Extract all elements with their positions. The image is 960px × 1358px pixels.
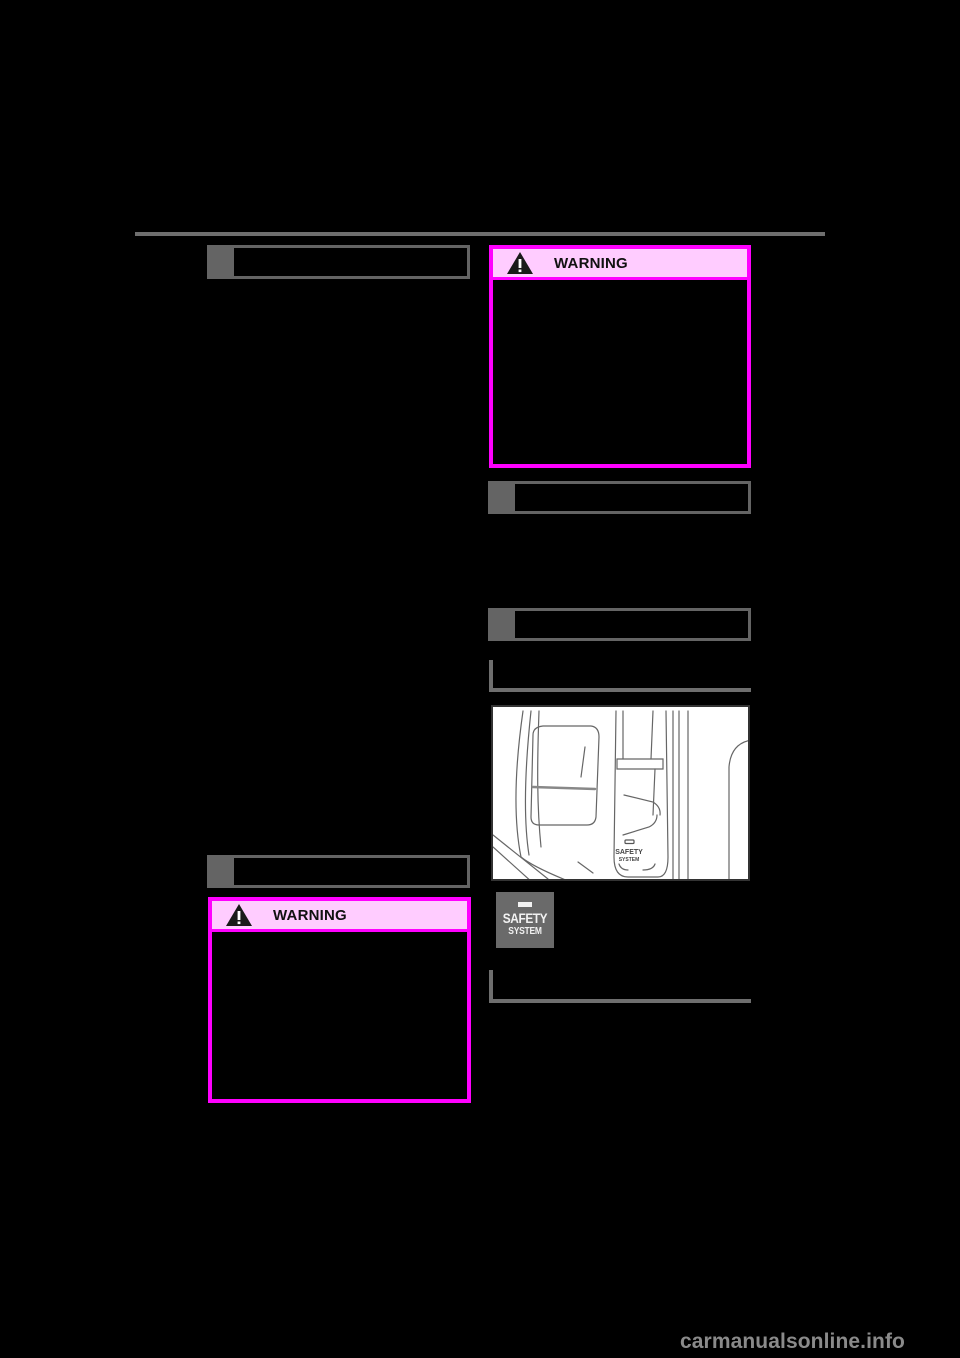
warning-label: WARNING xyxy=(273,906,347,924)
safety-system-switch-icon: SAFETY SYSTEM xyxy=(496,892,554,948)
warning-header: WARNING xyxy=(212,901,467,932)
console-line-drawing: SAFETY SYSTEM xyxy=(493,710,748,879)
warning-body xyxy=(212,932,467,1099)
subheading-1 xyxy=(489,660,751,692)
section-heading-1-text xyxy=(244,248,463,276)
section-heading-3 xyxy=(488,481,751,514)
heading-marker-square xyxy=(488,481,515,514)
safety-label: SAFETY xyxy=(502,910,548,926)
console-illustration: SAFETY SYSTEM xyxy=(491,705,750,881)
section-heading-2 xyxy=(207,855,470,888)
warning-triangle-icon xyxy=(226,904,252,926)
warning-body xyxy=(493,280,747,464)
svg-text:SYSTEM: SYSTEM xyxy=(619,857,640,863)
section-heading-3-text xyxy=(525,484,744,511)
warning-box-right: WARNING xyxy=(489,245,751,468)
section-heading-4-text xyxy=(525,611,744,638)
top-divider-rule xyxy=(135,232,825,236)
heading-marker-square xyxy=(207,855,234,888)
section-heading-1 xyxy=(207,245,470,279)
warning-label: WARNING xyxy=(554,254,628,272)
svg-text:SAFETY: SAFETY xyxy=(615,849,643,856)
subheading-2 xyxy=(489,970,751,1003)
system-label: SYSTEM xyxy=(508,926,542,937)
section-heading-2-text xyxy=(244,858,463,885)
heading-marker-square xyxy=(207,245,234,279)
section-heading-4 xyxy=(488,608,751,641)
indicator-light-icon xyxy=(518,902,532,907)
heading-marker-square xyxy=(488,608,515,641)
warning-header: WARNING xyxy=(493,249,747,280)
watermark-text: carmanualsonline.info xyxy=(680,1330,905,1353)
warning-triangle-icon xyxy=(507,252,533,274)
warning-box-left: WARNING xyxy=(208,897,471,1103)
